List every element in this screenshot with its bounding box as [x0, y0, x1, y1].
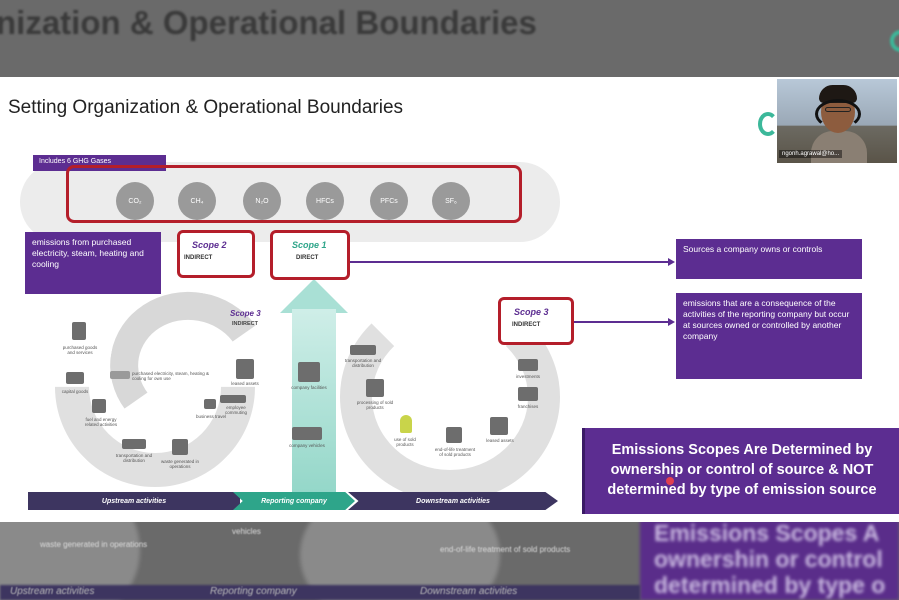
ds-factory-icon	[366, 379, 384, 397]
backdrop-label: waste generated in operations	[40, 540, 148, 549]
recycle-icon	[446, 427, 462, 443]
scope3-downstream-box	[498, 297, 574, 345]
scope1-sub: DIRECT	[296, 255, 319, 261]
presenter-webcam-tile[interactable]: ngonh.agrawal@ho...	[777, 79, 897, 163]
upstream-item: fuel and energy related activities	[84, 417, 118, 427]
train-icon	[220, 395, 246, 403]
reporting-company-bar: Reporting company	[233, 492, 355, 510]
banner-line: Emissions Scopes Are Determined by	[611, 442, 873, 458]
scope3-upstream-sub: INDIRECT	[232, 321, 258, 327]
bin-icon	[172, 439, 188, 455]
backdrop-logo-icon	[890, 30, 899, 52]
ds-building-icon	[490, 417, 508, 435]
scope1-callout: Sources a company owns or controls	[676, 239, 862, 279]
downstream-item: investments	[515, 374, 540, 379]
power-icon	[110, 371, 130, 379]
upstream-activities-bar: Upstream activities	[28, 492, 240, 510]
backdrop-activity-label: Downstream activities	[420, 586, 518, 597]
pointer-dot-icon	[666, 477, 674, 485]
scope3-downstream-sub: INDIRECT	[512, 322, 541, 328]
backdrop-title: nization & Operational Boundaries	[0, 4, 537, 41]
gases-highlight-frame	[66, 165, 522, 223]
company-item: company facilities	[291, 385, 327, 390]
downstream-item: processing of sold products	[356, 400, 394, 410]
backdrop-activity-label: Reporting company	[210, 586, 297, 597]
scope2-title: Scope 2	[192, 240, 227, 250]
backdrop-banner-line: determined by type o	[654, 572, 886, 598]
upstream-item: purchased goods and services	[62, 345, 98, 355]
scope3-callout: emissions that are a consequence of the …	[676, 293, 862, 379]
upstream-item: leased assets	[231, 381, 259, 386]
presenter-name: ngonh.agrawal@ho...	[779, 150, 843, 158]
gas-ch4: CH₄	[178, 182, 216, 220]
bulb-icon	[400, 415, 412, 433]
backdrop-label: vehicles	[232, 527, 261, 536]
backdrop-banner-line: ownershin or control	[654, 546, 883, 572]
emissions-scopes-banner: Emissions Scopes Are Determined by owner…	[582, 428, 899, 514]
slide-title: Setting Organization & Operational Bound…	[8, 97, 404, 118]
scope1-box	[270, 230, 350, 280]
presentation-slide: Setting Organization & Operational Bound…	[0, 77, 899, 529]
gas-hfcs: HFCs	[306, 182, 344, 220]
scope3-upstream-title: Scope 3	[230, 309, 261, 318]
backdrop-activity-bar	[0, 585, 640, 600]
downstream-activities-bar: Downstream activities	[348, 492, 558, 510]
fuel-icon	[92, 399, 106, 413]
headset-icon	[815, 99, 861, 129]
factory-icon	[72, 322, 86, 340]
plane-icon	[204, 399, 216, 409]
scope1-arrow-head	[280, 279, 348, 313]
downstream-item: use of sold products	[394, 437, 416, 447]
scope2-callout: emissions from purchased electricity, st…	[25, 232, 161, 294]
gases-cloud	[20, 162, 560, 242]
upstream-item: capital goods	[61, 389, 89, 394]
banner-line: ownership or control of source & NOT	[610, 462, 874, 478]
scope3-connector	[574, 321, 670, 323]
presenter-hair	[819, 85, 857, 103]
upstream-item: transportation and distribution	[115, 453, 153, 463]
backdrop-activity-label: Upstream activities	[10, 586, 95, 597]
truck-icon	[66, 372, 84, 384]
ds-ship-icon	[350, 345, 376, 355]
scope1-connector	[350, 261, 670, 263]
backdrop-label: end-of-life treatment of sold products	[440, 545, 571, 554]
scope3-downstream-title: Scope 3	[514, 307, 549, 317]
gas-n2o: N₂O	[243, 182, 281, 220]
company-truck-icon	[292, 427, 322, 440]
upstream-item: waste generated in operations	[160, 459, 200, 469]
downstream-item: end-of-life treatment of sold products	[434, 447, 476, 457]
investment-icon	[518, 359, 538, 371]
company-item: company vehicles	[289, 443, 325, 448]
upstream-item: employee commuting	[224, 405, 247, 415]
scope3-arrow-icon	[668, 318, 675, 326]
upstream-item: purchased electricity, steam, heating & …	[132, 371, 209, 381]
ship-icon	[122, 439, 146, 449]
presenter-body	[811, 131, 867, 163]
backdrop-banner: Emissions Scopes A ownershin or control …	[640, 520, 899, 600]
webcam-logo-icon	[758, 112, 778, 136]
scope1-arrow-shaft	[292, 309, 336, 509]
downstream-item: transportation and distribution	[344, 358, 382, 368]
franchise-icon	[518, 387, 538, 401]
gas-sf6: SF₆	[432, 182, 470, 220]
backdrop-banner-line: Emissions Scopes A	[654, 520, 880, 546]
gas-co2: CO₂	[116, 182, 154, 220]
scope2-sub: INDIRECT	[184, 255, 213, 261]
downstream-item: franchises	[517, 404, 539, 409]
scope1-arrow-icon	[668, 258, 675, 266]
downstream-item: leased assets	[486, 438, 514, 443]
scope1-title: Scope 1	[292, 240, 327, 250]
scope2-box	[177, 230, 255, 278]
gas-pfcs: PFCs	[370, 182, 408, 220]
building-icon	[236, 359, 254, 379]
upstream-item: business travel	[196, 414, 227, 419]
banner-line: determined by type of emission source	[607, 482, 877, 498]
company-building-icon	[298, 362, 320, 382]
